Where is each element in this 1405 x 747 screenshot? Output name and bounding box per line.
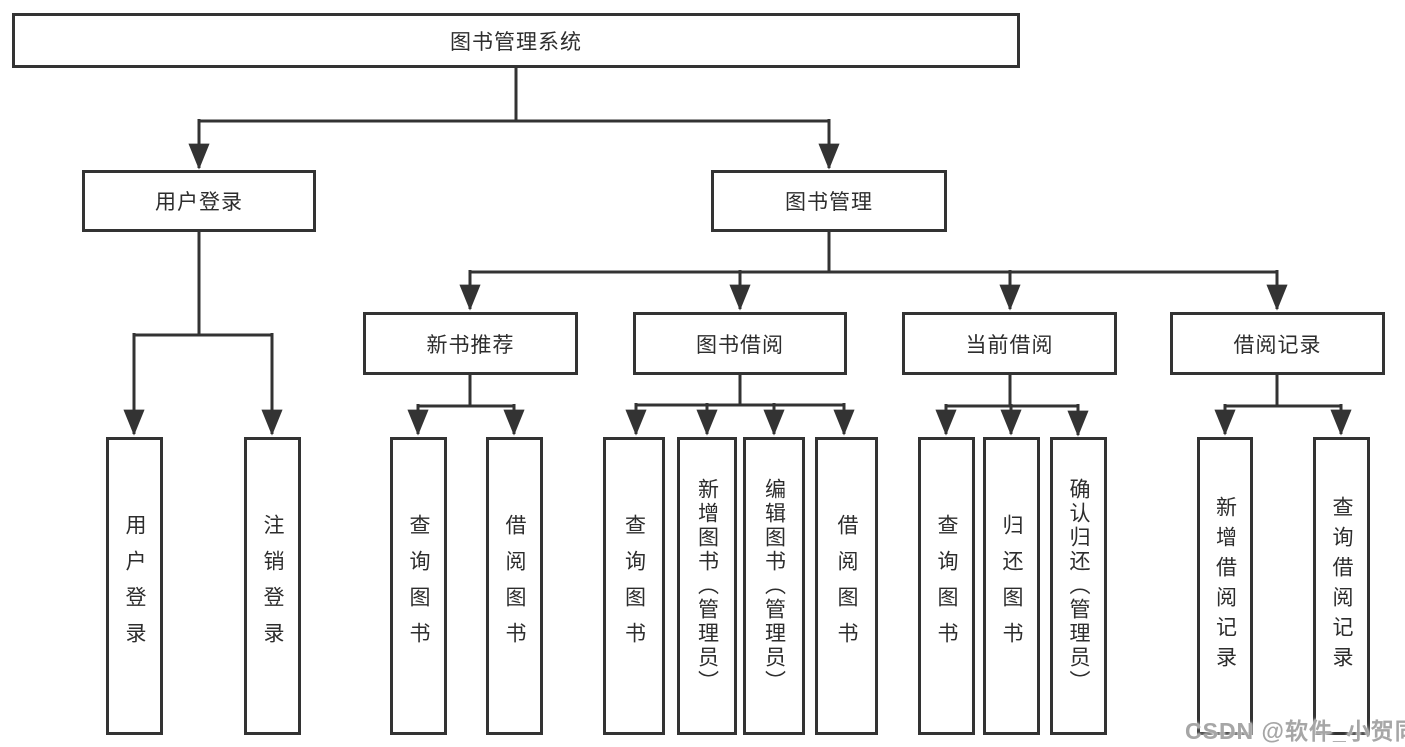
node-label: 查询图书 — [407, 514, 430, 658]
node-borrowing-records: 借阅记录 — [1170, 312, 1385, 375]
leaf-user-login: 用户登录 — [106, 437, 163, 735]
leaf-return-books: 归还图书 — [983, 437, 1040, 735]
leaf-query-books-current: 查询图书 — [918, 437, 975, 735]
node-label: 图书借阅 — [696, 333, 784, 357]
node-book-borrowing: 图书借阅 — [633, 312, 847, 375]
node-label: 归还图书 — [1000, 514, 1023, 658]
node-label: 图书管理系统 — [450, 30, 582, 54]
node-library-management-system: 图书管理系统 — [12, 13, 1020, 68]
leaf-logout: 注销登录 — [244, 437, 301, 735]
node-current-borrowing: 当前借阅 — [902, 312, 1117, 375]
leaf-borrow-books-recommendation: 借阅图书 — [486, 437, 543, 735]
leaf-add-borrow-record: 新增借阅记录 — [1197, 437, 1253, 735]
node-label: 当前借阅 — [965, 333, 1054, 357]
node-label: 借阅记录 — [1233, 333, 1322, 357]
node-label: 新增借阅记录 — [1213, 496, 1237, 676]
node-label: 新增图书（管理员） — [695, 478, 719, 694]
node-label: 用户登录 — [155, 191, 243, 214]
node-label: 借阅图书 — [835, 514, 858, 658]
leaf-edit-books-admin: 编辑图书（管理员） — [743, 437, 805, 735]
csdn-watermark: CSDN @软件_小贺同学 — [1185, 718, 1405, 744]
leaf-add-books-admin: 新增图书（管理员） — [677, 437, 737, 735]
leaf-query-borrow-record: 查询借阅记录 — [1313, 437, 1370, 735]
node-label: 借阅图书 — [503, 514, 526, 658]
node-new-book-recommendation: 新书推荐 — [363, 312, 578, 375]
node-label: 注销登录 — [261, 514, 284, 658]
leaf-borrow-books-borrowing: 借阅图书 — [815, 437, 878, 735]
node-label: 查询图书 — [935, 514, 958, 658]
node-label: 查询借阅记录 — [1330, 496, 1353, 676]
leaf-query-books-borrowing: 查询图书 — [603, 437, 665, 735]
leaf-confirm-return-admin: 确认归还（管理员） — [1050, 437, 1107, 735]
node-user-login-branch: 用户登录 — [82, 170, 316, 232]
node-label: 图书管理 — [785, 191, 873, 214]
node-label: 查询图书 — [622, 514, 646, 658]
node-label: 确认归还（管理员） — [1067, 478, 1090, 694]
node-label: 编辑图书（管理员） — [762, 478, 786, 694]
leaf-query-books-recommendation: 查询图书 — [390, 437, 447, 735]
node-book-management-branch: 图书管理 — [711, 170, 947, 232]
node-label: 用户登录 — [123, 514, 146, 658]
node-label: 新书推荐 — [426, 333, 515, 357]
